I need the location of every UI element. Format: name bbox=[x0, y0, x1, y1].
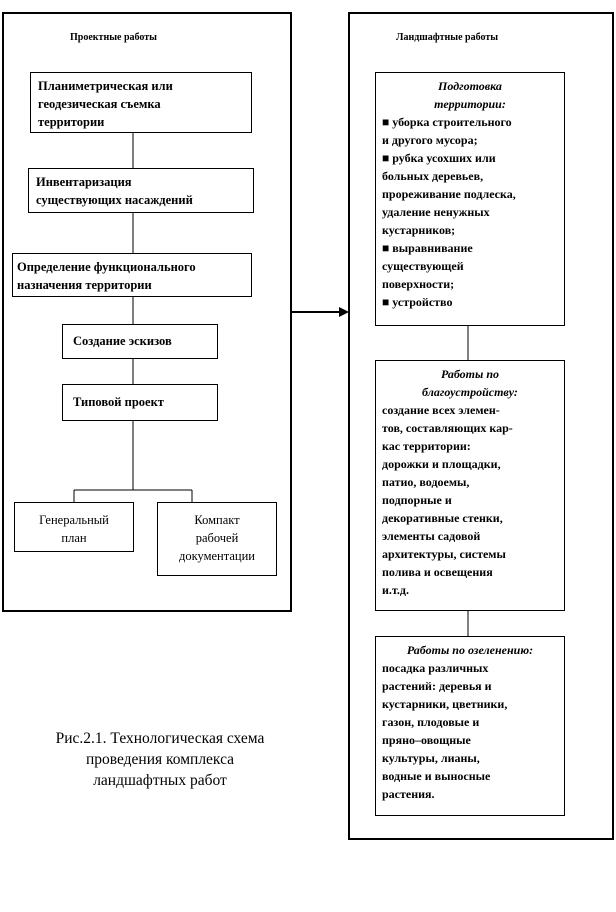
improvement-item: создание всех элемен- bbox=[382, 403, 500, 417]
step-survey-line: геодезическая съемка bbox=[38, 97, 161, 111]
improvement-title: Работы по благоустройству: bbox=[382, 365, 558, 401]
improvement-item: тов, составляющих кар- bbox=[382, 421, 513, 435]
improvement-item: кас территории: bbox=[382, 439, 471, 453]
step-project-box: Типовой проект bbox=[62, 384, 218, 421]
site-prep-item: прореживание подлеска, bbox=[382, 187, 516, 201]
site-prep-item: ■ выравнивание bbox=[382, 241, 473, 255]
improvement-box: Работы по благоустройству: создание всех… bbox=[375, 360, 565, 611]
output-master-plan-box: Генеральный план bbox=[14, 502, 134, 552]
site-prep-item: больных деревьев, bbox=[382, 169, 484, 183]
improvement-item: и.т.д. bbox=[382, 583, 409, 597]
greening-item: посадка различных bbox=[382, 661, 489, 675]
step-function-line: назначения территории bbox=[17, 278, 152, 292]
site-prep-item: кустарников; bbox=[382, 223, 456, 237]
step-inventory-line: существующих насаждений bbox=[36, 193, 193, 207]
step-inventory-line: Инвентаризация bbox=[36, 175, 132, 189]
step-survey-line: территории bbox=[38, 115, 105, 129]
greening-title: Работы по озеленению: bbox=[382, 641, 558, 659]
site-prep-item: ■ уборка строительного bbox=[382, 115, 512, 129]
greening-title-line: Работы по озеленению: bbox=[406, 643, 534, 657]
greening-item: газон, плодовые и bbox=[382, 715, 480, 729]
step-inventory-box: Инвентаризация существующих насаждений bbox=[28, 168, 254, 213]
site-prep-title-line: Подготовка bbox=[438, 79, 502, 93]
site-prep-item: поверхности; bbox=[382, 277, 455, 291]
output-documents-line: документации bbox=[179, 549, 255, 563]
improvement-item: элементы садовой bbox=[382, 529, 481, 543]
improvement-item: архитектуры, системы bbox=[382, 547, 506, 561]
figure-caption-line: ландшафтных работ bbox=[93, 772, 227, 789]
site-prep-box: Подготовка территории: ■ уборка строител… bbox=[375, 72, 565, 326]
greening-item: культуры, лианы, bbox=[382, 751, 480, 765]
site-prep-title: Подготовка территории: bbox=[382, 77, 558, 113]
step-function-box: Определение функционального назначения т… bbox=[12, 253, 252, 297]
step-sketches-line: Создание эскизов bbox=[73, 334, 172, 348]
design-works-title: Проектные работы bbox=[70, 32, 157, 43]
site-prep-item: ■ устройство bbox=[382, 295, 453, 309]
output-master-plan-line: Генеральный bbox=[39, 513, 109, 527]
step-project-line: Типовой проект bbox=[73, 395, 164, 409]
site-prep-item: ■ рубка усохших или bbox=[382, 151, 496, 165]
step-survey-line: Планиметрическая или bbox=[38, 79, 173, 93]
step-survey-box: Планиметрическая или геодезическая съемк… bbox=[30, 72, 252, 133]
greening-item: кустарники, цветники, bbox=[382, 697, 508, 711]
greening-item: пряно–овощные bbox=[382, 733, 471, 747]
improvement-item: декоративные стенки, bbox=[382, 511, 503, 525]
site-prep-item: и другого мусора; bbox=[382, 133, 478, 147]
output-documents-box: Компакт рабочей документации bbox=[157, 502, 277, 576]
greening-item: растений: деревья и bbox=[382, 679, 492, 693]
greening-box: Работы по озеленению: посадка различных … bbox=[375, 636, 565, 816]
site-prep-item: существующей bbox=[382, 259, 464, 273]
output-documents-line: рабочей bbox=[195, 531, 239, 545]
improvement-title-line: Работы по bbox=[440, 367, 500, 381]
output-documents-line: Компакт bbox=[194, 513, 240, 527]
figure-caption-line: Рис.2.1. Технологическая схема bbox=[55, 730, 265, 747]
improvement-item: полива и освещения bbox=[382, 565, 493, 579]
greening-item: растения. bbox=[382, 787, 435, 801]
landscape-works-title: Ландшафтные работы bbox=[396, 32, 499, 43]
improvement-item: подпорные и bbox=[382, 493, 452, 507]
site-prep-title-line: территории: bbox=[434, 97, 506, 111]
step-sketches-box: Создание эскизов bbox=[62, 324, 218, 359]
figure-caption-line: проведения комплекса bbox=[85, 751, 235, 768]
step-function-line: Определение функционального bbox=[17, 260, 196, 274]
greening-item: водные и выносные bbox=[382, 769, 491, 783]
output-master-plan-line: план bbox=[61, 531, 87, 545]
improvement-item: патио, водоемы, bbox=[382, 475, 470, 489]
arrow-head bbox=[339, 307, 349, 317]
improvement-title-line: благоустройству: bbox=[422, 385, 518, 399]
improvement-item: дорожки и площадки, bbox=[382, 457, 501, 471]
site-prep-item: удаление ненужных bbox=[382, 205, 490, 219]
figure-caption: Рис.2.1. Технологическая схема проведени… bbox=[10, 728, 310, 791]
